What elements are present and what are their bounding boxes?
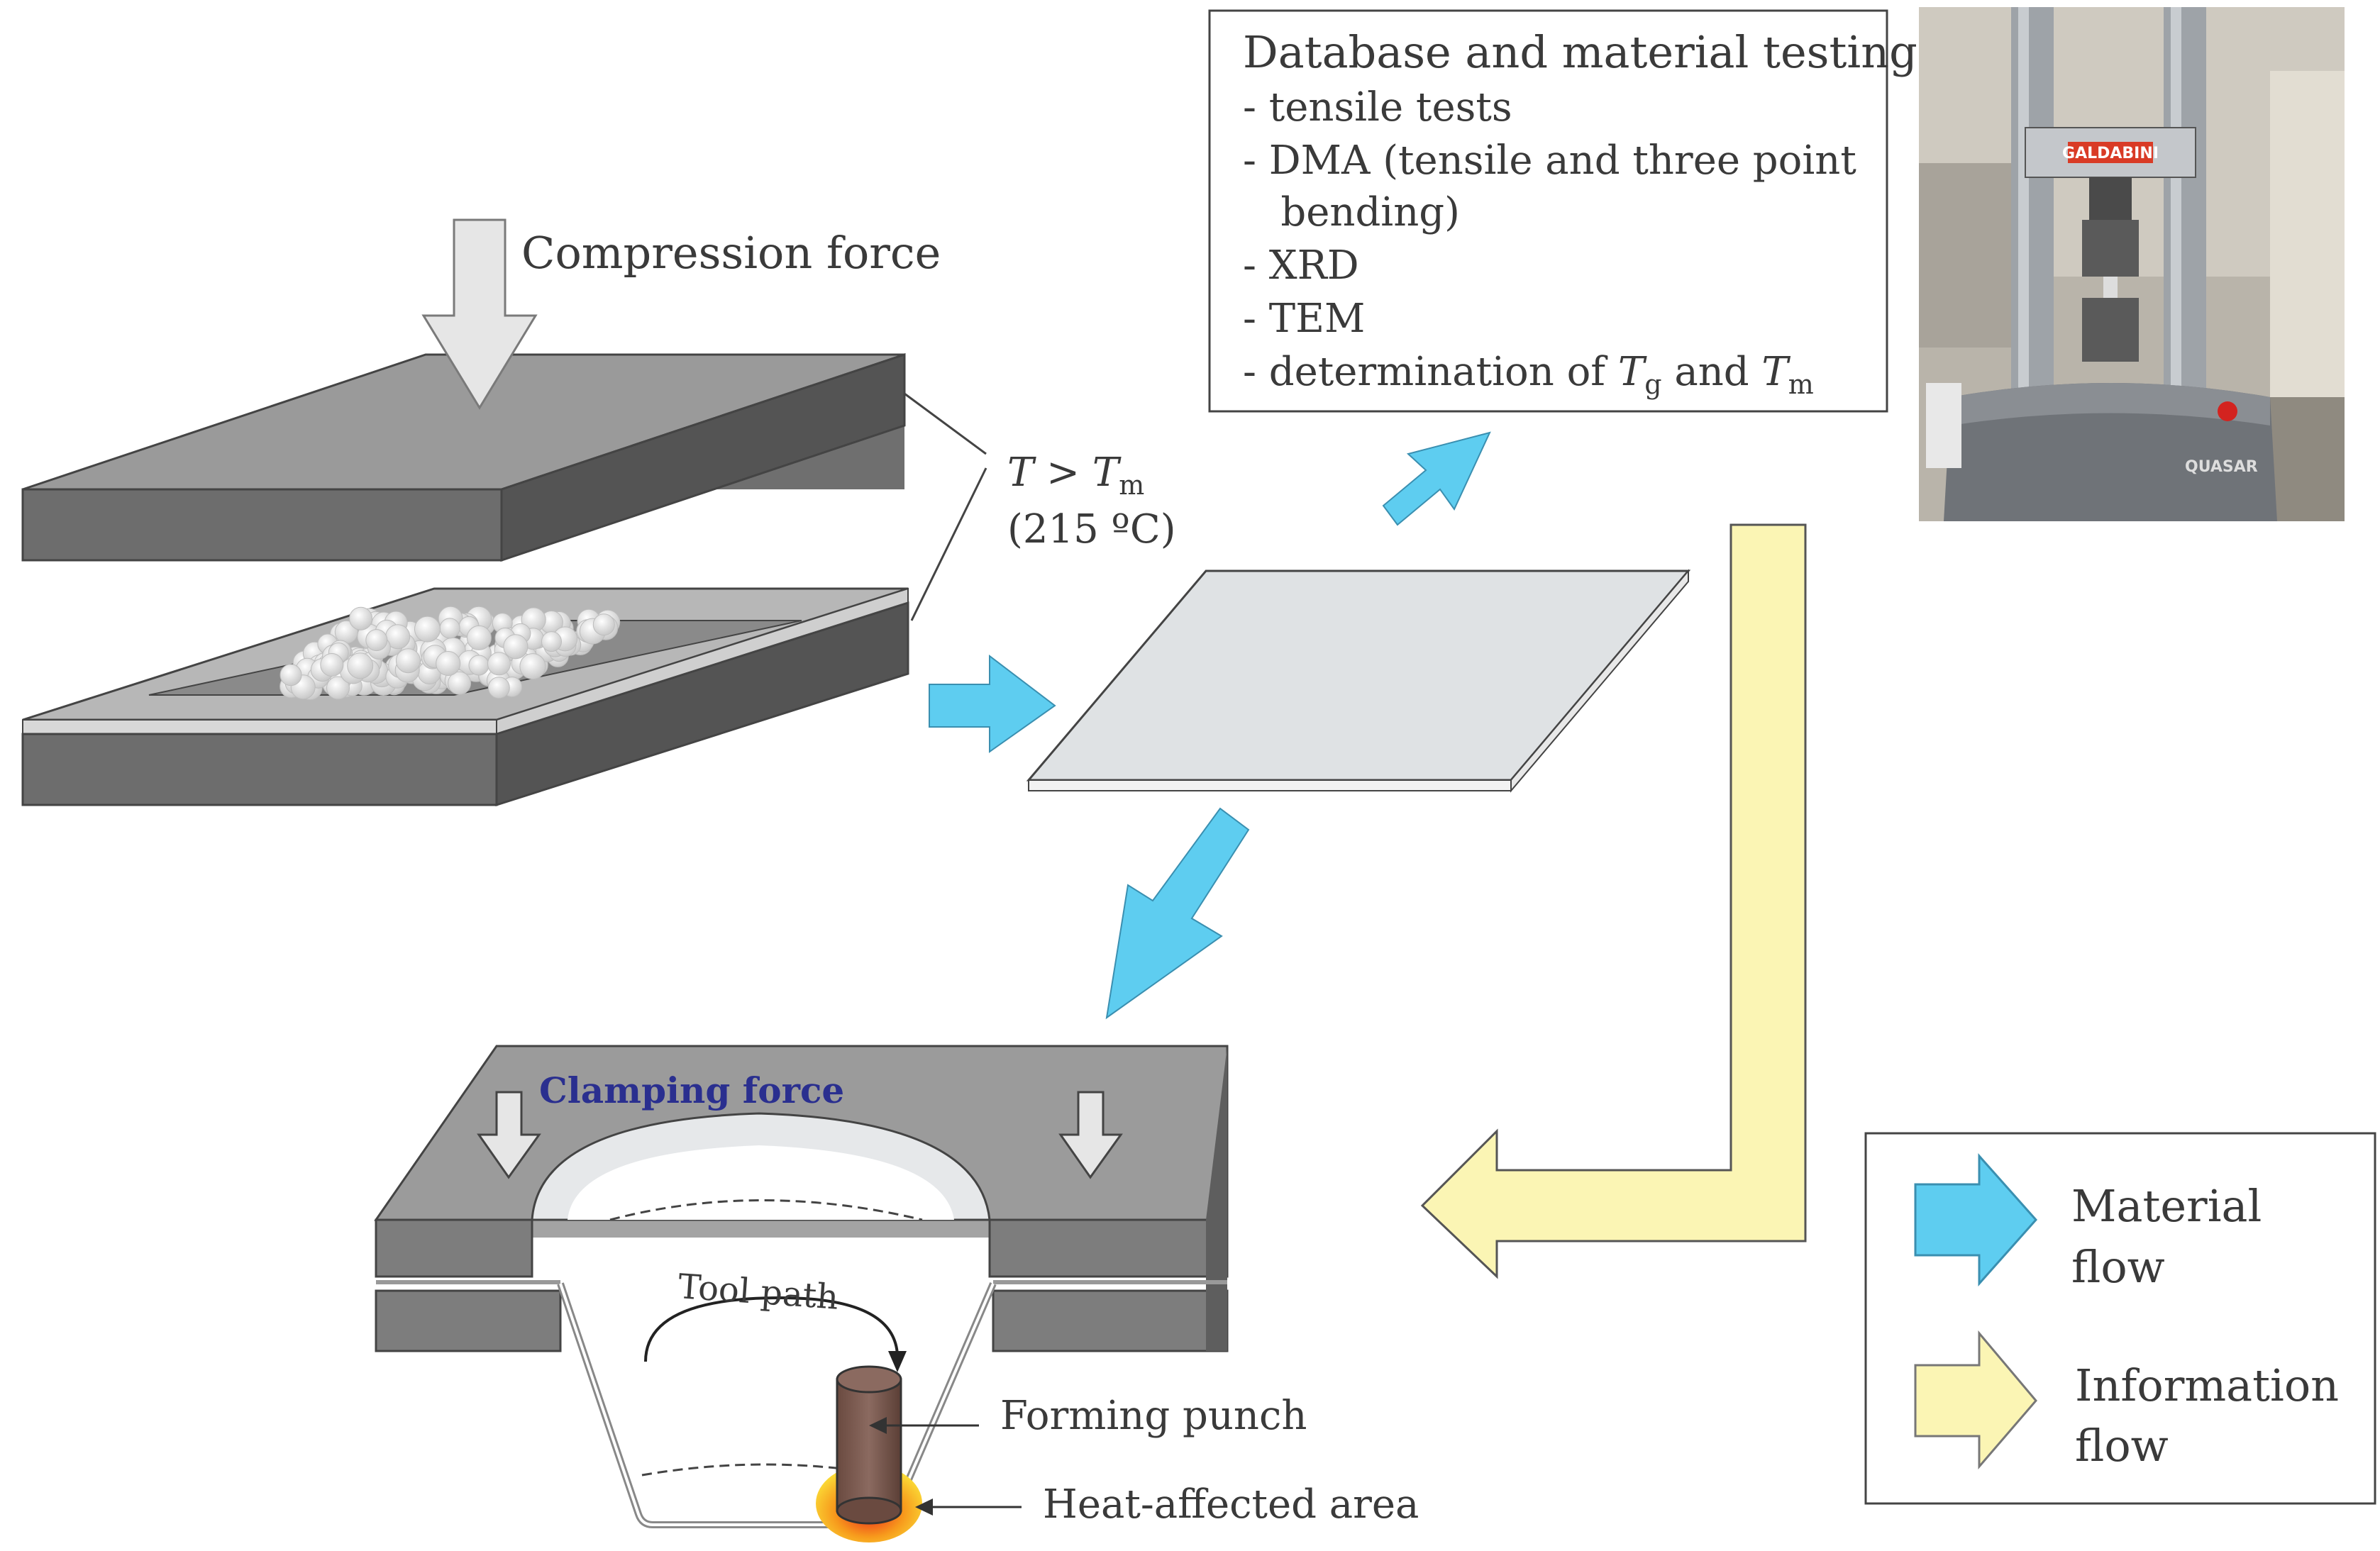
testing-item: - DMA (tensile and three point [1243, 138, 1856, 184]
polymer-sheet [1026, 569, 1691, 793]
testing-item: bending) [1243, 189, 1460, 235]
pellet [279, 664, 302, 686]
tool-path-label: Tool path [677, 1267, 840, 1318]
forming-punch-label: Forming punch [1000, 1393, 1307, 1439]
polymer-pellets [279, 606, 621, 701]
clamping-force-label: Clamping force [539, 1069, 844, 1111]
pellet [503, 634, 528, 660]
forming-setup: Clamping force Tool path Forming punch H… [374, 1045, 1419, 1542]
material-flow-legend-icon [1914, 1153, 2038, 1286]
testing-item-tg-tm: - determination of Tg and Tm [1243, 349, 1814, 400]
pellet [487, 652, 511, 676]
pellet [436, 651, 461, 676]
pellet [592, 613, 615, 636]
testing-item: - TEM [1243, 296, 1365, 342]
compression-arrow-icon [421, 218, 538, 410]
clamping-arrow-icon [1058, 1091, 1123, 1179]
pellet [466, 625, 492, 650]
information-flow-legend-icon [1914, 1330, 2037, 1470]
brand-plate [2068, 142, 2153, 163]
pellet [487, 677, 510, 699]
legend-information-line1: Information [2075, 1360, 2339, 1411]
pellet [320, 653, 344, 677]
upper-plate [21, 352, 906, 562]
pellet [349, 606, 373, 630]
compression-mould: Compression force T > Tm (215 ºC) [21, 218, 1176, 807]
pellet [347, 652, 374, 679]
model-label: QUASAR [2185, 458, 2258, 476]
compression-force-label: Compression force [521, 227, 941, 279]
pellet [448, 671, 472, 695]
temperature-value: (215 ºC) [1007, 506, 1176, 552]
testing-heading: Database and material testing: [1243, 26, 1932, 78]
clamping-arrow-icon [477, 1091, 541, 1179]
pellet [468, 655, 489, 676]
forming-punch-icon [836, 1365, 902, 1525]
pellet [541, 631, 562, 652]
legend: Material flow Information flow [1864, 1132, 2376, 1505]
material-flow-arrow-1 [929, 654, 1056, 753]
pellet [365, 629, 388, 652]
information-flow-arrow [1420, 523, 1807, 1279]
heat-affected-area-label: Heat-affected area [1043, 1481, 1419, 1528]
pellet [326, 676, 350, 700]
pellet [414, 616, 441, 643]
pellet [439, 618, 460, 639]
pellet [519, 653, 546, 680]
legend-information-line2: flow [2075, 1420, 2169, 1472]
legend-material-line2: flow [2071, 1241, 2165, 1293]
temperature-leader-lines [904, 392, 987, 621]
testing-item: - tensile tests [1243, 84, 1512, 130]
material-flow-arrow-3 [1105, 807, 1250, 1020]
testing-box: Database and material testing: - tensile… [1208, 9, 1932, 413]
pellet [395, 648, 421, 674]
temperature-condition: T > Tm [1007, 450, 1144, 501]
material-flow-arrow-2 [1382, 431, 1491, 526]
brand-label: GALDABINI [2062, 145, 2159, 162]
tensile-machine-photo: GALDABINI QUASAR [1919, 7, 2345, 521]
legend-material-line1: Material [2071, 1180, 2262, 1232]
testing-item: - XRD [1243, 243, 1359, 289]
